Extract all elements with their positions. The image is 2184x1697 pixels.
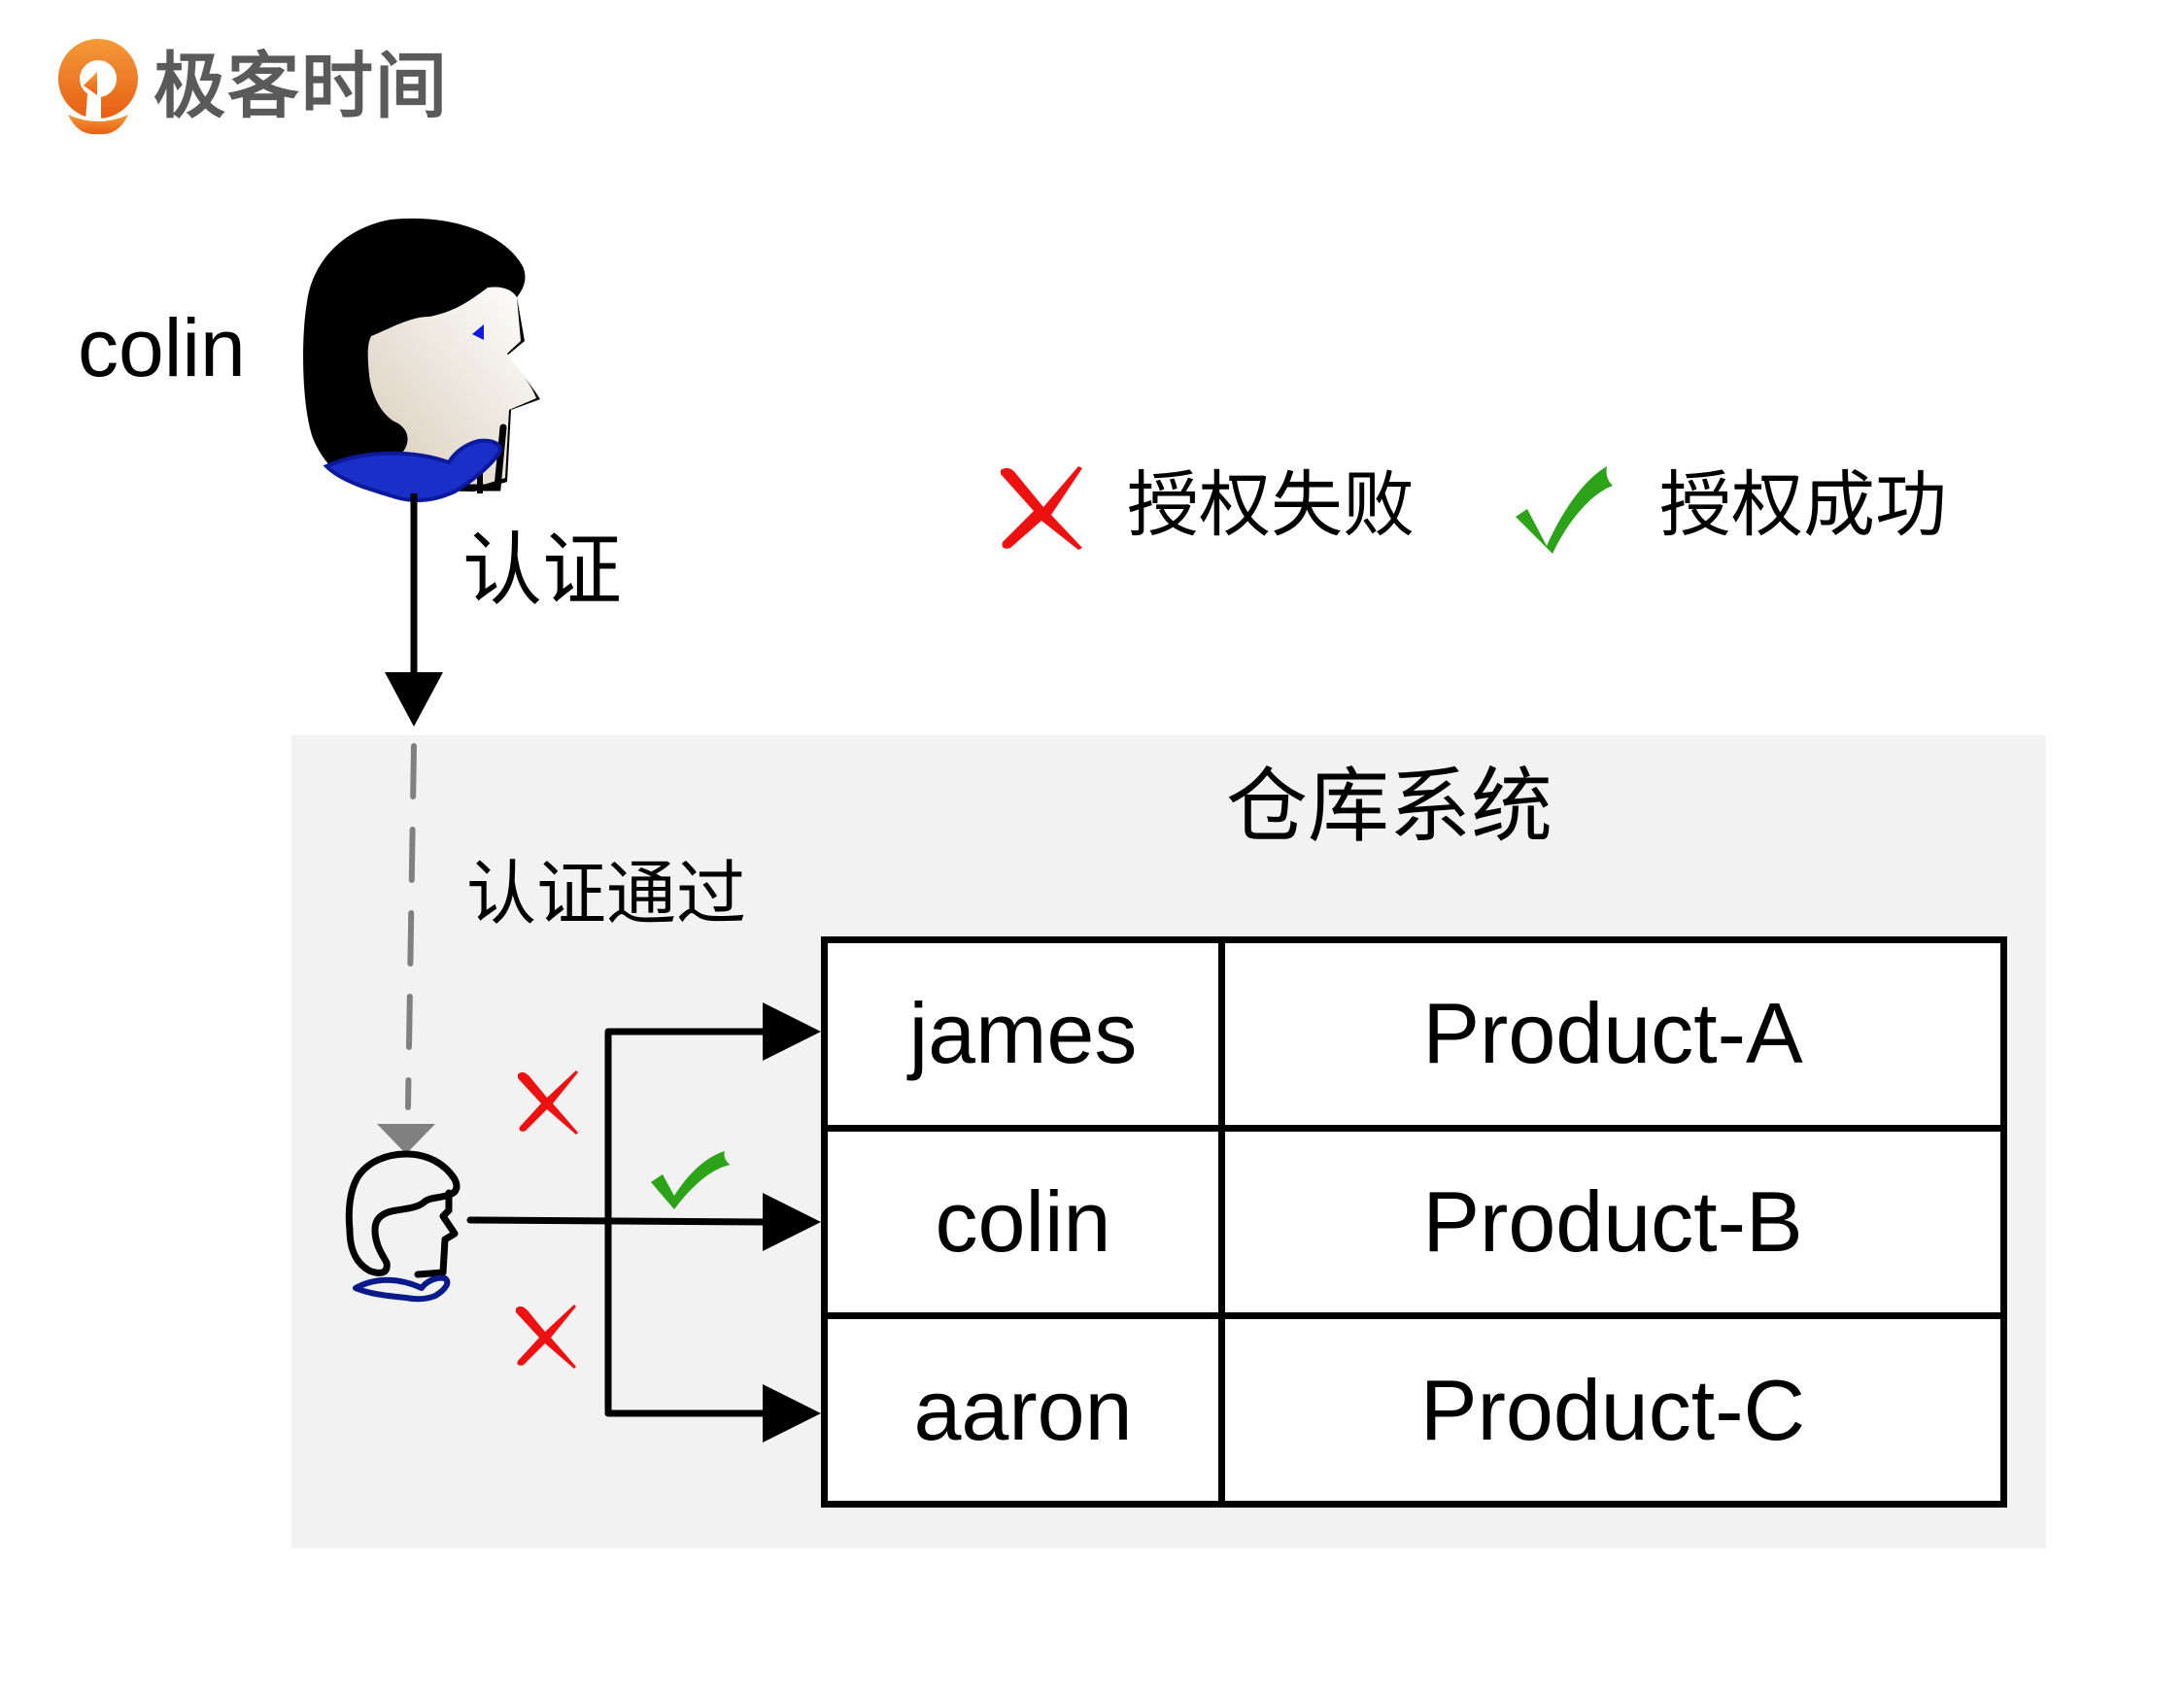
geektime-logo-icon [57,39,138,135]
resource-user-cell: colin [821,1124,1225,1320]
resource-product-cell: Product-C [1218,1312,2007,1508]
arrowhead-to-row-3 [763,1384,821,1442]
table-row: colin Product-B [821,1124,2007,1320]
resource-product-cell: Product-B [1218,1124,2007,1320]
red-cross-icon [518,1070,578,1135]
resource-user-cell: james [821,936,1225,1132]
legend-fail-label: 授权失败 [1127,463,1415,547]
resource-product-cell: Product-A [1218,936,2007,1132]
user-label: colin [78,302,246,393]
resource-permission-table: james Product-A colin Product-B aaron Pr… [821,936,2007,1508]
table-row: aaron Product-C [821,1312,2007,1508]
warehouse-system-title: 仓库系统 [1226,759,1553,854]
authentication-passed-arrowhead [377,1124,435,1154]
authentication-passed-label: 认证通过 [466,853,747,934]
person-head-icon [303,218,540,503]
table-row: james Product-A [821,936,2007,1132]
green-check-icon [651,1151,731,1209]
legend-fail-icon [1001,466,1082,550]
resource-user-cell: aaron [821,1312,1225,1508]
legend-success-icon [1516,466,1613,554]
authorization-line-main [466,1216,771,1226]
red-cross-icon [516,1305,576,1369]
authentication-passed-dashed-line [405,743,417,1110]
authentication-arrowhead [385,672,443,727]
legend-success-label: 授权成功 [1659,463,1947,547]
arrowhead-to-row-2 [763,1193,821,1251]
brand-name: 极客时间 [154,45,449,128]
authentication-label: 认证 [462,525,623,617]
authenticated-user-icon [345,1150,461,1303]
arrowhead-to-row-1 [763,1002,821,1061]
